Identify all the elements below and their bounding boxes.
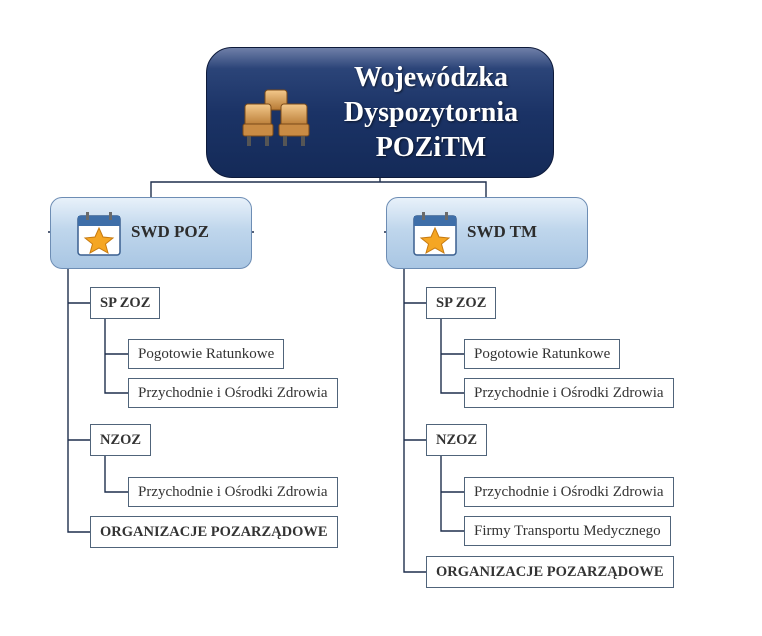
root-connector	[150, 178, 487, 197]
calendar-star-icon	[413, 212, 457, 256]
ngo-node: ORGANIZACJE POZARZĄDOWE	[426, 556, 674, 588]
branch-label: SWD POZ	[131, 222, 209, 241]
root-title-line: Dyspozytornia	[343, 97, 519, 128]
leaf-node: Firmy Transportu Medycznego	[464, 516, 671, 546]
nzoz-node: NZOZ	[426, 424, 488, 456]
nzoz-node: NZOZ	[90, 424, 152, 456]
root-node: Wojewódzka Dyspozytornia POZiTM	[206, 47, 554, 178]
right-tree-connector	[403, 269, 464, 573]
sp-zoz-node: SP ZOZ	[90, 287, 161, 319]
branch-label: SWD TM	[467, 222, 538, 241]
root-title-line: Wojewódzka	[354, 62, 508, 93]
seats-icon	[242, 89, 310, 146]
left-tree-connector	[67, 269, 128, 533]
branch-swd-poz: SWD POZ	[50, 197, 252, 269]
leaf-node: Przychodnie i Ośrodki Zdrowia	[128, 477, 338, 507]
branch-swd-tm: SWD TM	[386, 197, 588, 269]
root-title: Wojewódzka Dyspozytornia POZiTM	[313, 60, 549, 165]
root-title-line: POZiTM	[375, 132, 487, 163]
sp-zoz-node: SP ZOZ	[426, 287, 497, 319]
leaf-node: Pogotowie Ratunkowe	[128, 339, 285, 369]
leaf-node: Pogotowie Ratunkowe	[464, 339, 621, 369]
leaf-node: Przychodnie i Ośrodki Zdrowia	[128, 378, 338, 408]
ngo-node: ORGANIZACJE POZARZĄDOWE	[90, 516, 338, 548]
leaf-node: Przychodnie i Ośrodki Zdrowia	[464, 477, 674, 507]
leaf-node: Przychodnie i Ośrodki Zdrowia	[464, 378, 674, 408]
calendar-star-icon	[77, 212, 121, 256]
